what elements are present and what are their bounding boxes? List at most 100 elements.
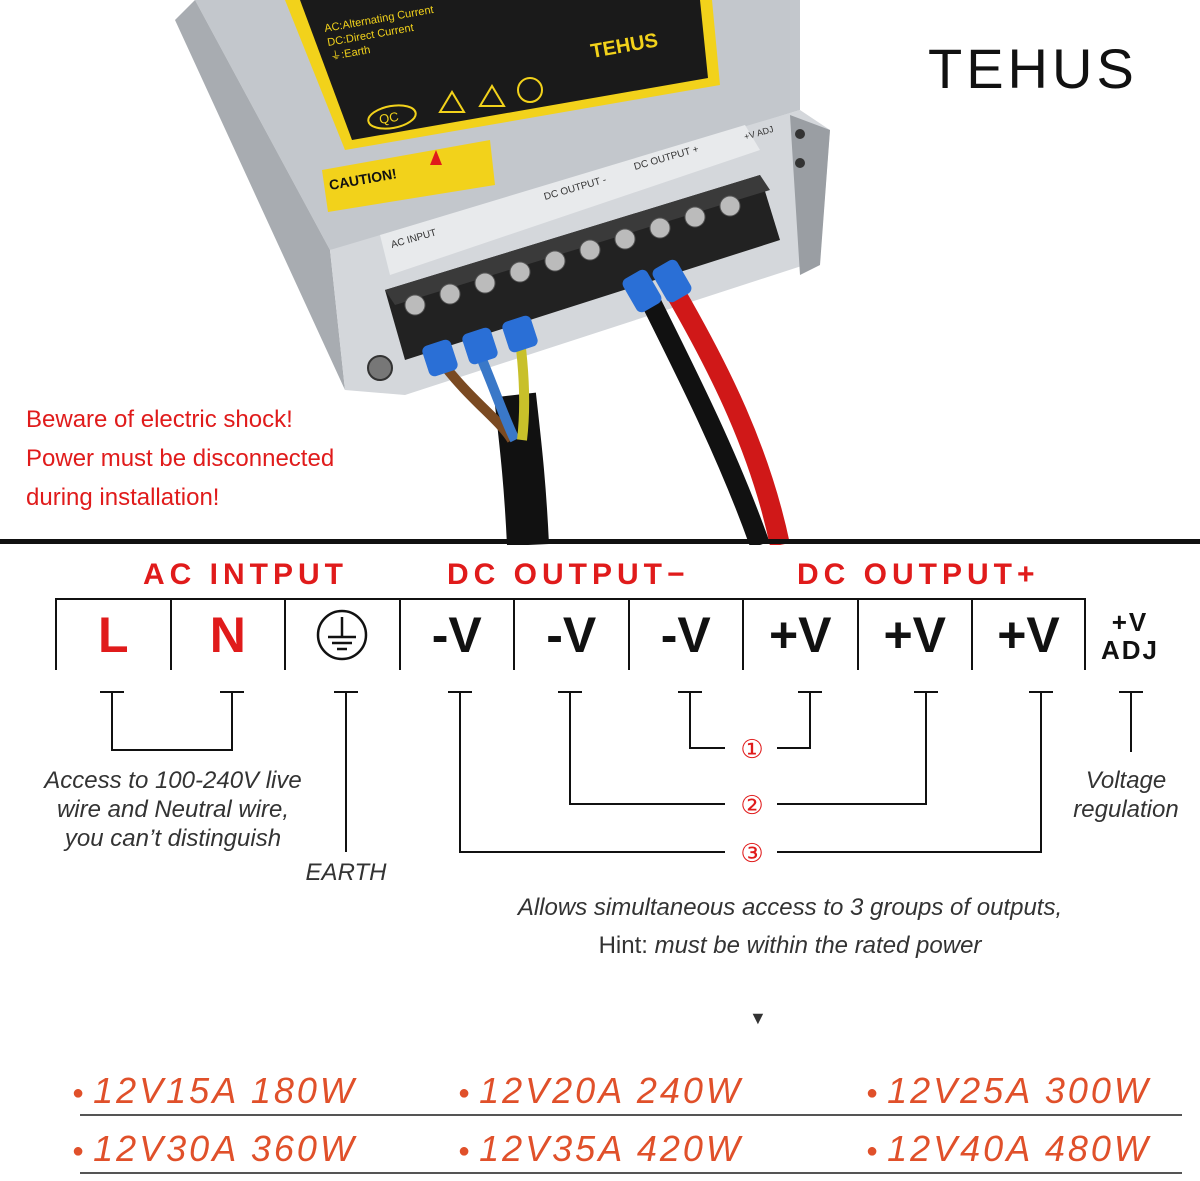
terminal-screws [404,195,741,316]
terminal-block-top [385,175,770,305]
wire-red [666,287,790,545]
terminal-l: L [55,600,170,670]
earth-ground-icon [317,609,368,661]
spec-item: ●12V30A 360W [72,1128,357,1170]
bullet-icon: ● [72,1139,88,1162]
bullet-icon: ● [72,1081,88,1104]
crimp-terminal [652,259,692,303]
spec-item: ●12V35A 420W [458,1128,743,1170]
spec-label: 12V30A 360W [93,1128,357,1169]
spec-item: ●12V15A 180W [72,1070,357,1112]
group1-pos-lead [777,691,822,749]
terminal-screw [474,272,496,294]
bullet-icon: ● [866,1081,882,1104]
spec-label: 12V15A 180W [93,1070,357,1111]
hint-note: Hint: must be within the rated power [480,932,1100,960]
no-disassemble-icon [517,77,543,103]
terminal-neg-v-3: -V [627,600,743,670]
hint-text: must be within the rated power [647,932,982,959]
arrow-down-icon: ▼ [749,1008,767,1028]
qc-badge [367,104,417,130]
warning-line-1: Beware of electric shock! [26,406,293,433]
ln-bracket [100,691,244,751]
spec-label: 12V35A 420W [479,1128,743,1169]
spec-label: 12V25A 300W [887,1070,1151,1111]
terminal-earth [284,600,399,670]
terminal-screw [614,228,636,250]
adj-terminal-label: +V ADJ [1098,608,1162,664]
group2-pos-lead [777,691,938,805]
ac-access-line-1: Access to 100-240V live [44,767,302,794]
case-side-left [175,0,345,390]
screw-hole [795,129,805,139]
bullet-icon: ● [458,1139,474,1162]
connection-lines [100,691,1143,853]
spec-item: ●12V20A 240W [458,1070,743,1112]
qc-text: QC [378,109,400,127]
terminal-pos-v-1: +V [742,600,857,670]
allows-note: Allows simultaneous access to 3 groups o… [517,894,1063,921]
adj-lead [1119,691,1143,752]
spec-item: ●12V25A 300W [866,1070,1151,1112]
terminal-screw [439,283,461,305]
lightning-icon [430,150,442,165]
warning-triangle-icon [438,90,466,113]
ac-access-line-2: wire and Neutral wire, [56,796,290,823]
hint-word: Hint: [598,932,648,959]
group-number-1: ① [735,734,769,765]
terminal-screw [684,206,706,228]
spec-label: 12V20A 240W [479,1070,743,1111]
crimp-terminal [462,327,498,365]
terminal-row: L N -V -V -V +V +V +V [55,598,1086,670]
terminal-label-strip [380,125,760,275]
terminal-neg-v-2: -V [513,600,628,670]
group-label-dc-plus: DC OUTPUT+ [797,558,1040,591]
voltage-note: Voltage regulation [1060,766,1192,824]
power-supply-photo: AC:Alternating Current DC:Direct Current… [175,0,830,545]
mount-screw [367,355,393,381]
group-number-2: ② [735,790,769,821]
group2-neg-lead [558,691,725,805]
crimp-terminal [502,315,538,353]
ac-access-line-3: you can’t distinguish [64,825,282,852]
warning-line-3: during installation! [26,484,220,511]
group-number-3: ③ [735,838,769,869]
terminal-screw [404,294,426,316]
spec-item: ●12V40A 480W [866,1128,1151,1170]
bullet-icon: ● [458,1081,474,1104]
caution-sticker [322,140,495,212]
earth-note: EARTH [305,859,387,886]
terminal-screw [649,217,671,239]
voltage-line-1: Voltage [1085,767,1167,794]
ac-cable [494,392,549,545]
group1-neg-lead [678,691,725,749]
group-label-ac: AC INTPUT [143,558,348,591]
terminal-block [385,175,780,360]
group-label-dc-minus: DC OUTPUT− [447,558,690,591]
wire-yellow-green [515,339,530,441]
adj-label-bottom: ADJ [1100,635,1159,665]
group3-neg-lead [448,691,725,853]
group3-pos-lead [777,691,1053,853]
spec-label: 12V40A 480W [887,1128,1151,1169]
crimp-terminal [622,269,662,313]
spec-rule [80,1172,1182,1174]
terminal-n: N [169,600,285,670]
terminal-screw [579,239,601,261]
adj-label-top: +V [1111,607,1149,637]
earth-lead [334,691,358,852]
voltage-line-2: regulation [1073,796,1179,823]
section-divider [0,539,1200,544]
ac-access-note: Access to 100-240V live wire and Neutral… [20,766,326,853]
terminal-screw [509,261,531,283]
warning-triangle-icon [478,84,506,107]
warning-line-2: Power must be disconnected [26,445,335,472]
crimp-terminal [422,339,458,377]
terminal-screw [719,195,741,217]
terminal-pos-v-3: +V [971,600,1086,670]
case-right-flange [790,115,830,275]
bullet-icon: ● [866,1139,882,1162]
spec-rule [80,1114,1182,1116]
terminal-neg-v-1: -V [398,600,514,670]
terminal-screw [544,250,566,272]
